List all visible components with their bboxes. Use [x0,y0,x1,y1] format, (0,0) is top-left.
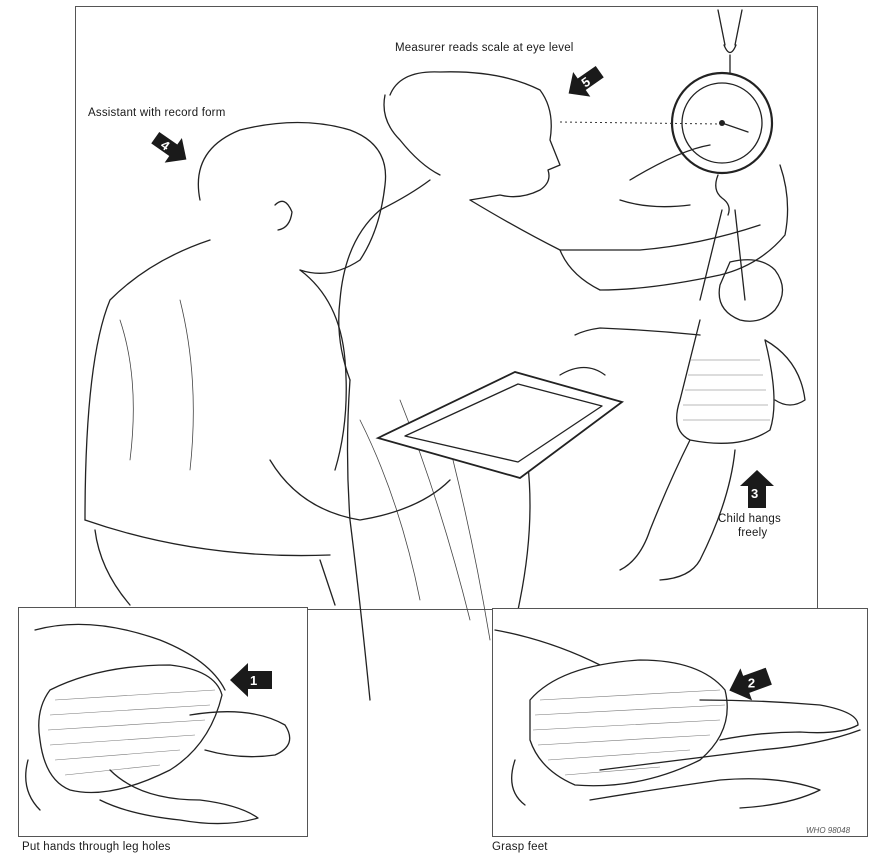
step2-caption: Grasp feet [492,841,548,853]
arrow-pointing-down-left-icon: 2 [724,660,775,706]
svg-text:2: 2 [748,675,755,690]
figure-credit: WHO 98048 [806,826,850,835]
step-marker-2: 2 [724,660,775,706]
